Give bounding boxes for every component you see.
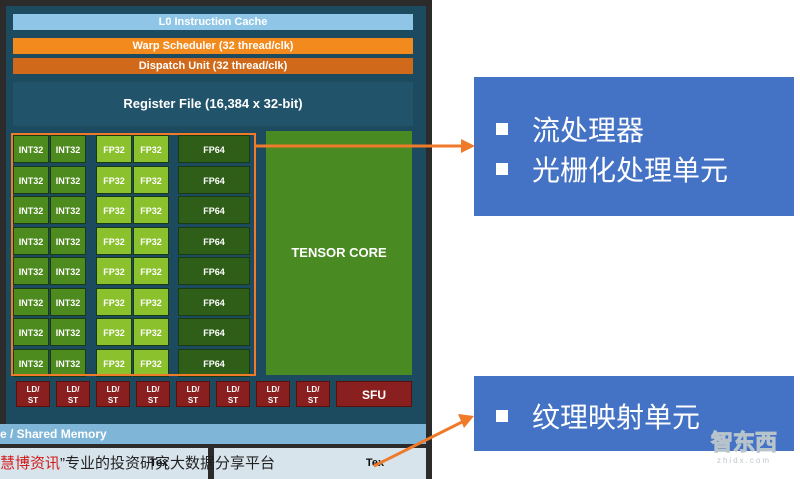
- fp64-core: FP64: [178, 226, 250, 255]
- ldst-unit: LD/ST: [296, 381, 330, 407]
- fp32-core: FP32: [96, 257, 132, 285]
- l0-instruction-cache: L0 Instruction Cache: [13, 14, 413, 30]
- watermark-text: 慧博资讯”专业的投资研究大数据分享平台: [0, 452, 275, 473]
- shared-memory: e / Shared Memory: [0, 424, 426, 444]
- watermark-slogan: ”专业的投资研究大数据分享平台: [60, 455, 276, 472]
- fp32-core: FP32: [133, 318, 169, 346]
- logo-sub: zhidx.com: [716, 456, 771, 465]
- logo-main: 智东西: [710, 430, 777, 456]
- int32-core: INT32: [50, 287, 86, 316]
- int32-core: INT32: [13, 257, 49, 285]
- callout-item: 光栅化处理单元: [496, 149, 728, 189]
- int32-core: INT32: [13, 135, 49, 163]
- fp32-core: FP32: [96, 287, 132, 316]
- int32-core: INT32: [50, 196, 86, 224]
- fp32-core: FP32: [133, 348, 169, 377]
- ldst-unit: LD/ST: [96, 381, 130, 407]
- fp32-core: FP32: [96, 318, 132, 346]
- ldst-unit: LD/ST: [216, 381, 250, 407]
- int32-core: INT32: [13, 196, 49, 224]
- int32-core: INT32: [13, 287, 49, 316]
- int32-core: INT32: [50, 226, 86, 255]
- int32-core: INT32: [13, 348, 49, 377]
- ldst-unit: LD/ST: [56, 381, 90, 407]
- fp64-core: FP64: [178, 287, 250, 316]
- fp32-core: FP32: [133, 257, 169, 285]
- int32-core: INT32: [13, 165, 49, 194]
- fp64-core: FP64: [178, 135, 250, 163]
- ldst-unit: LD/ST: [16, 381, 50, 407]
- fp32-core: FP32: [96, 226, 132, 255]
- fp32-core: FP32: [96, 196, 132, 224]
- ldst-unit: LD/ST: [136, 381, 170, 407]
- bullet-icon: [496, 410, 508, 422]
- fp64-core: FP64: [178, 165, 250, 194]
- bullet-icon: [496, 123, 508, 135]
- callout-item-label: 光栅化处理单元: [532, 155, 729, 186]
- logo: 智东西 zhidx.com: [696, 430, 792, 470]
- fp32-core: FP32: [96, 348, 132, 377]
- ldst-unit: LD/ST: [176, 381, 210, 407]
- dispatch-unit: Dispatch Unit (32 thread/clk): [13, 58, 413, 74]
- callout-item: 流处理器: [496, 109, 644, 149]
- fp32-core: FP32: [133, 165, 169, 194]
- fp64-core: FP64: [178, 318, 250, 346]
- int32-core: INT32: [13, 226, 49, 255]
- fp32-core: FP32: [133, 135, 169, 163]
- callout-item: 纹理映射单元: [496, 396, 700, 436]
- fp32-core: FP32: [133, 287, 169, 316]
- fp32-core: FP32: [133, 196, 169, 224]
- fp32-core: FP32: [96, 135, 132, 163]
- watermark-brand: 慧博资讯: [0, 455, 61, 472]
- int32-core: INT32: [50, 348, 86, 377]
- int32-core: INT32: [50, 257, 86, 285]
- tex-label-left: Tex: [149, 457, 169, 469]
- bullet-icon: [496, 163, 508, 175]
- int32-core: INT32: [13, 318, 49, 346]
- int32-core: INT32: [50, 135, 86, 163]
- arrow-2: [373, 414, 474, 468]
- highlight-box: [11, 133, 256, 376]
- fp32-core: FP32: [133, 226, 169, 255]
- tex-unit-right: Tex: [214, 448, 426, 479]
- streaming-multiprocessor-diagram: L0 Instruction Cache Warp Scheduler (32 …: [0, 0, 432, 479]
- callout-item-label: 流处理器: [532, 115, 645, 146]
- ldst-unit: LD/ST: [256, 381, 290, 407]
- callout-item-label: 纹理映射单元: [532, 402, 701, 433]
- callout-box-top: 流处理器 光栅化处理单元: [474, 77, 794, 216]
- fp64-core: FP64: [178, 196, 250, 224]
- fp32-core: FP32: [96, 165, 132, 194]
- fp64-core: FP64: [178, 257, 250, 285]
- callout-box-bottom: 纹理映射单元: [474, 376, 794, 451]
- int32-core: INT32: [50, 165, 86, 194]
- register-file: Register File (16,384 x 32-bit): [13, 82, 413, 126]
- fp64-core: FP64: [178, 348, 250, 377]
- tex-unit-left: Tex: [0, 448, 208, 479]
- tensor-core: TENSOR CORE: [266, 131, 412, 375]
- arrow-1: [255, 139, 475, 153]
- tex-label-right: Tex: [365, 457, 385, 469]
- warp-scheduler: Warp Scheduler (32 thread/clk): [13, 38, 413, 54]
- sfu-unit: SFU: [336, 381, 412, 407]
- int32-core: INT32: [50, 318, 86, 346]
